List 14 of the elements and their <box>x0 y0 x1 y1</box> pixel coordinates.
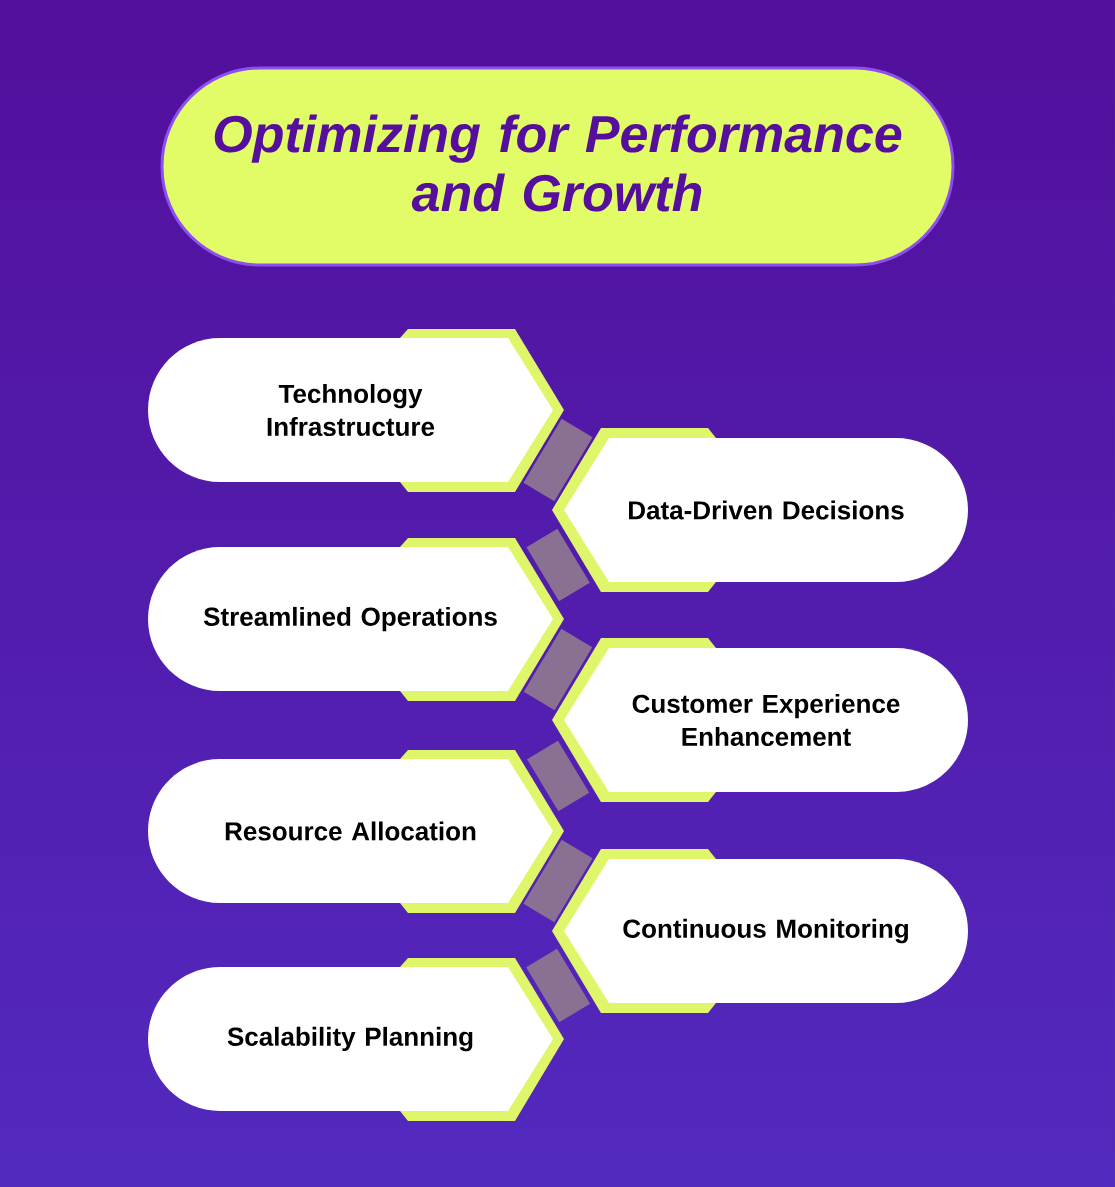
arrow-box: Continuous Monitoring <box>552 849 968 1013</box>
connector-band <box>523 839 593 923</box>
arrow-box: Streamlined Operations <box>148 538 564 701</box>
connector-band <box>523 628 593 711</box>
connector-band <box>526 948 591 1023</box>
title-banner: Optimizing for Performance and Growth <box>160 66 955 267</box>
connector-band <box>526 528 590 602</box>
arrow-box: Resource Allocation <box>148 750 564 913</box>
connector-band <box>527 740 590 812</box>
arrow-box: Data-Driven Decisions <box>552 428 968 592</box>
arrow-box: Scalability Planning <box>148 958 564 1121</box>
arrow-box: Customer Experience Enhancement <box>552 638 968 802</box>
arrow-box: Technology Infrastructure <box>148 329 564 492</box>
connector-band <box>523 418 593 502</box>
